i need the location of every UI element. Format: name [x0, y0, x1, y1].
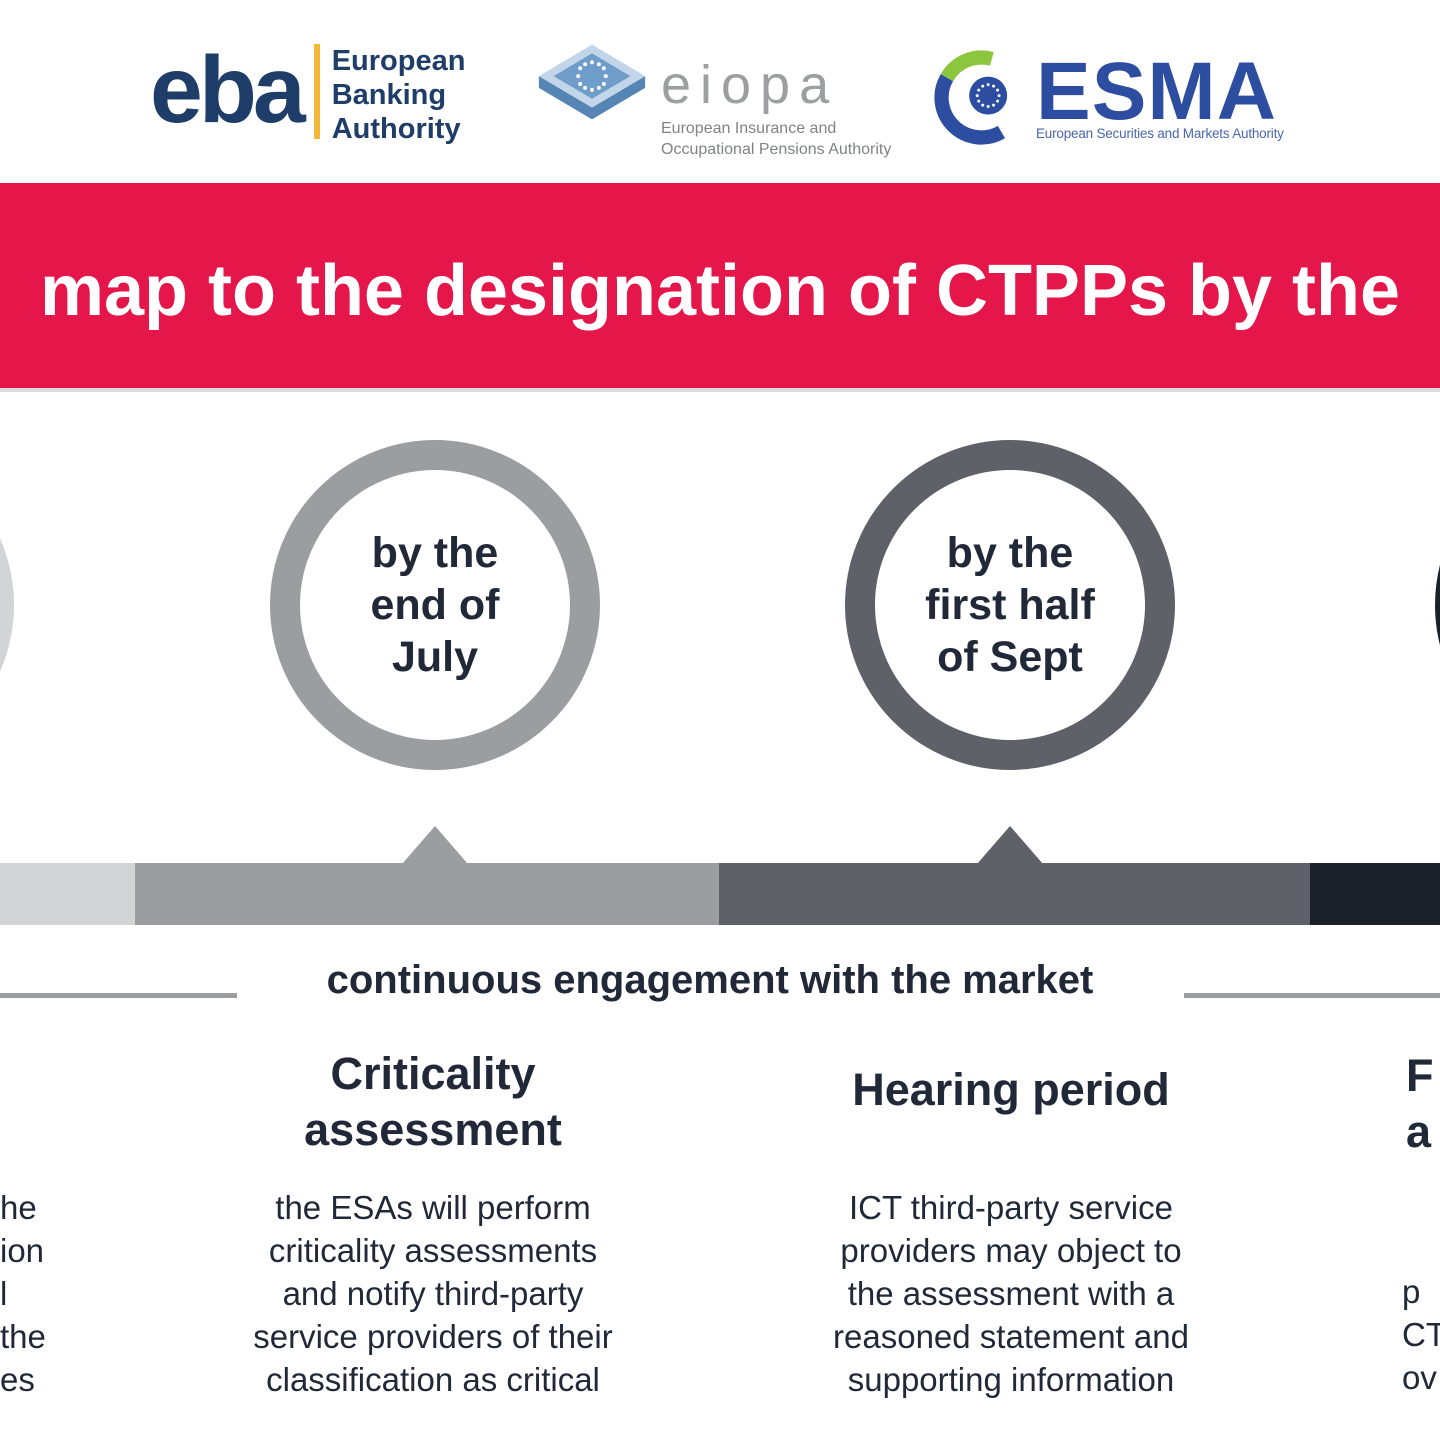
milestone-circle-first-half-sept: by the first half of Sept: [845, 440, 1175, 770]
banner-bottom-edge: [0, 388, 1440, 392]
column-body-criticality-assessment: the ESAs will perform criticality assess…: [253, 1189, 613, 1398]
eiopa-wordmark: eiopa: [661, 55, 839, 115]
milestone-circle-end-of-july: by the end of July: [270, 440, 600, 770]
timeline-bar-segment-dark: [719, 863, 1310, 925]
timeline-arrow-up-icon: [977, 826, 1043, 864]
timeline-arrow-up-icon: [402, 826, 468, 864]
timeline-bar: [0, 863, 1440, 925]
column-heading-criticality-assessment: Criticality assessment: [304, 1048, 562, 1155]
esma-subtitle: European Securities and Markets Authorit…: [1036, 126, 1284, 141]
timeline-bar-segment-light: [135, 863, 719, 925]
milestone-label: by the end of July: [370, 529, 500, 681]
eba-logo: eba European Banking Authority: [150, 40, 465, 146]
eiopa-diamond-icon: [538, 44, 646, 120]
eiopa-subtitle: European Insurance and Occupational Pens…: [661, 120, 892, 158]
eba-wordmark: eba: [150, 37, 306, 143]
column-body-right-partial: p CT ov: [1402, 1273, 1440, 1396]
milestone-circle-left-partial: [0, 440, 14, 770]
eba-gold-bar-icon: [313, 44, 320, 139]
column-body-hearing-period: ICT third-party service providers may ob…: [833, 1189, 1189, 1398]
eiopa-logo: eiopa European Insurance and Occupationa…: [531, 38, 891, 160]
engagement-label: continuous engagement with the market: [326, 958, 1094, 1002]
timeline-bar-segment-lightest: [0, 863, 135, 925]
esma-eye-icon: [934, 50, 1008, 145]
column-heading-hearing-period: Hearing period: [852, 1064, 1170, 1115]
eba-name-text: European Banking Authority: [331, 45, 466, 145]
esma-wordmark: ESMA: [1036, 46, 1277, 137]
timeline-bar-segment-darkest: [1310, 863, 1440, 925]
column-body-left-partial: he ion l the es: [0, 1189, 46, 1398]
milestone-label: by the first half of Sept: [925, 529, 1095, 681]
title-banner: map to the designation of CTPPs by the: [0, 183, 1440, 388]
esma-logo: ESMA European Securities and Markets Aut…: [933, 50, 1284, 145]
divider-line-right: [1184, 993, 1440, 998]
page-title: map to the designation of CTPPs by the: [39, 250, 1401, 331]
milestone-circle-right-partial: [1435, 440, 1440, 770]
column-heading-right-partial: F a: [1406, 1050, 1434, 1157]
divider-line-left: [0, 993, 237, 998]
